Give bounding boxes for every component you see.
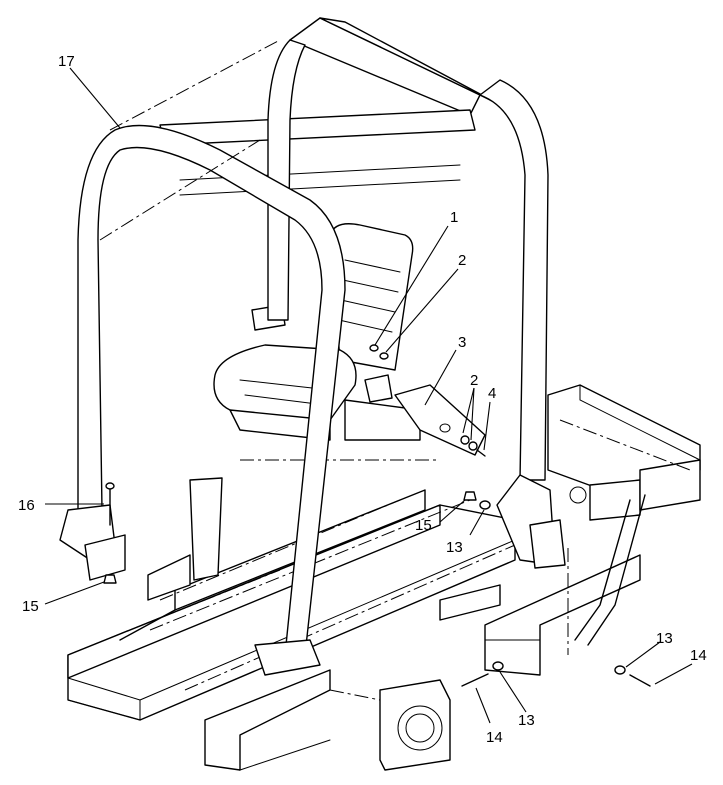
callout-15: 15 xyxy=(415,517,432,534)
callout-2: 2 xyxy=(470,372,478,389)
callout-14: 14 xyxy=(690,647,707,664)
base-frame xyxy=(67,489,641,771)
callout-14: 14 xyxy=(486,729,503,746)
callout-1: 1 xyxy=(450,209,458,226)
rollover-protective-structure xyxy=(59,17,566,676)
callout-13: 13 xyxy=(446,539,463,556)
callout-15: 15 xyxy=(22,598,39,615)
callout-2: 2 xyxy=(458,252,466,269)
callout-13: 13 xyxy=(656,630,673,647)
callout-13: 13 xyxy=(518,712,535,729)
callout-17: 17 xyxy=(58,53,75,70)
callout-3: 3 xyxy=(458,334,466,351)
callout-16: 16 xyxy=(18,497,35,514)
rear-frame xyxy=(547,384,701,646)
callout-labels: 17 1 2 3 2 4 16 15 13 15 13 14 13 14 xyxy=(18,53,707,746)
hardware xyxy=(103,344,651,687)
leader-lines xyxy=(44,67,693,724)
callout-4: 4 xyxy=(488,385,496,402)
